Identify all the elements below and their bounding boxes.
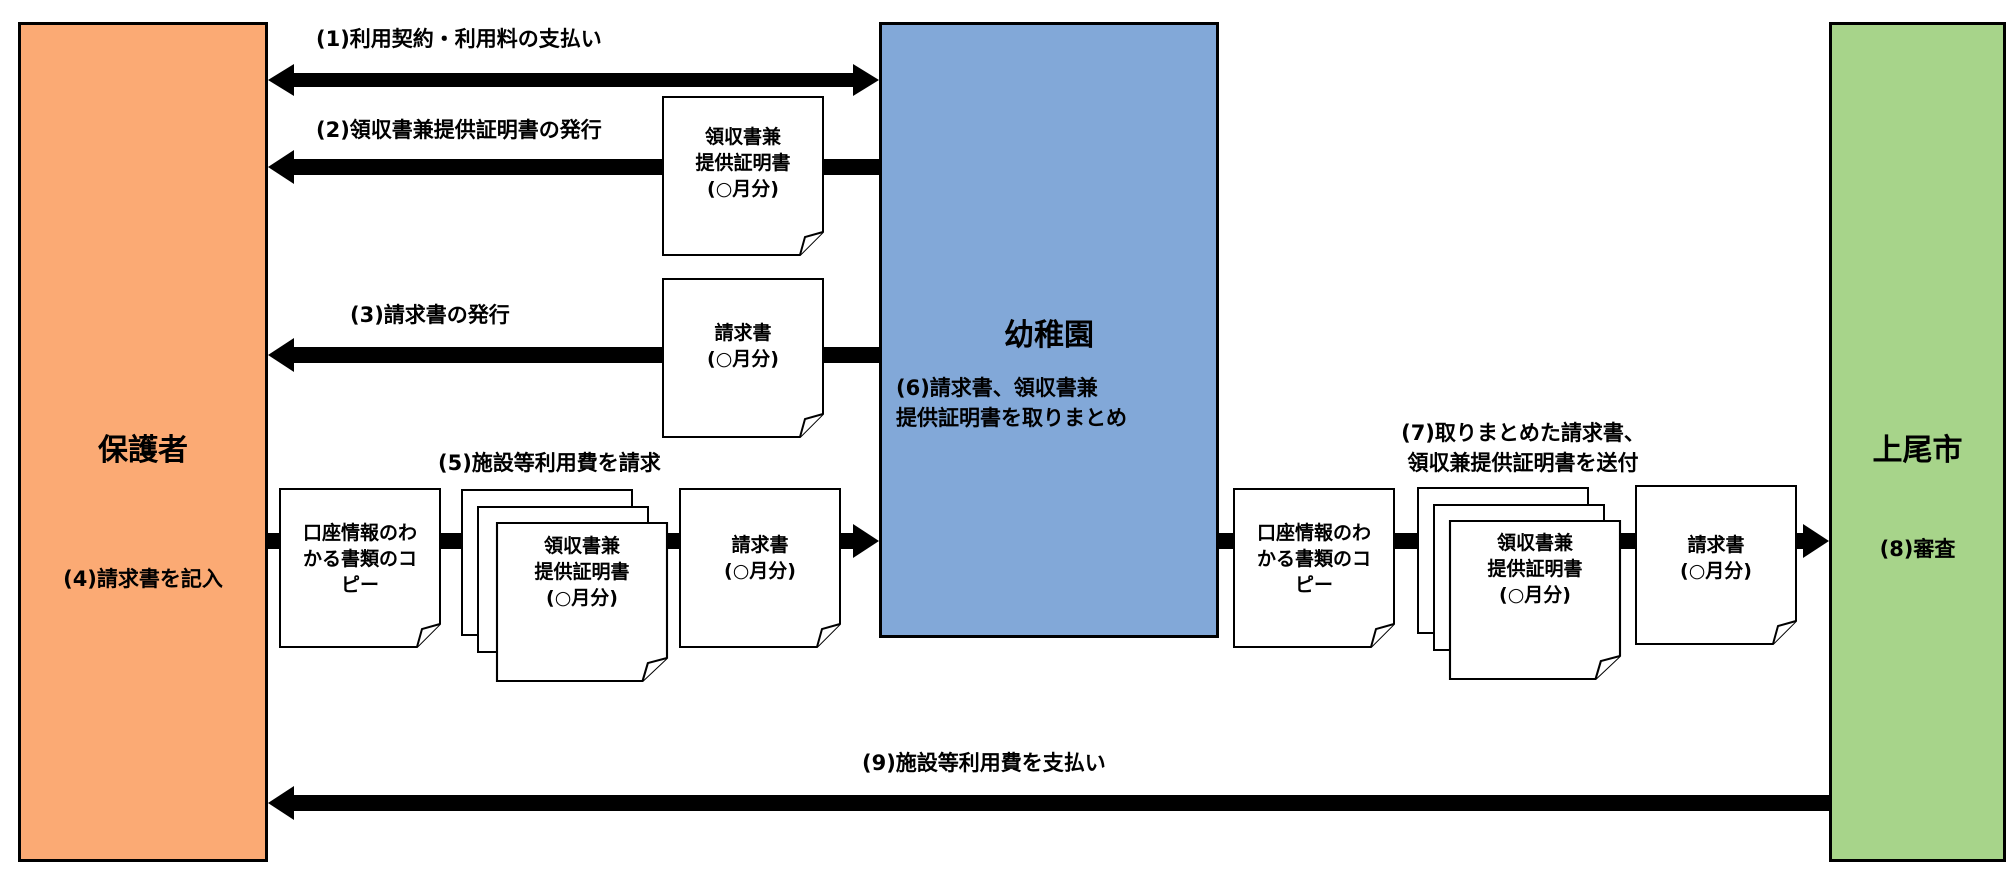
doc-line: (○月分) <box>724 560 796 582</box>
doc-line: 請求書 <box>1687 534 1745 556</box>
doc-receipt-right-text: 領収書兼 提供証明書 (○月分) <box>1450 530 1620 608</box>
kindergarten-title: 幼稚園 <box>1004 318 1094 353</box>
doc-invoice-top-text: 請求書 (○月分) <box>663 320 823 372</box>
doc-receipt-left-text: 領収書兼 提供証明書 (○月分) <box>497 533 667 611</box>
step9-label: (9)施設等利用費を支払い <box>862 751 1106 775</box>
guardian-box: 保護者 (4)請求書を記入 <box>18 22 268 862</box>
step1-label: (1)利用契約・利用料の支払い <box>316 27 602 51</box>
doc-receipt-top-text: 領収書兼 提供証明書 (○月分) <box>663 124 823 202</box>
doc-line: 領収書兼 <box>1496 532 1573 554</box>
doc-line: (○月分) <box>546 587 618 609</box>
step2-label: (2)領収書兼提供証明書の発行 <box>316 118 602 142</box>
arrow-step9 <box>268 786 1829 820</box>
kindergarten-note-line1: (6)請求書、領収書兼 <box>896 376 1098 400</box>
doc-line: 提供証明書 <box>695 152 791 174</box>
kindergarten-note-line2: 提供証明書を取りまとめ <box>896 406 1127 430</box>
doc-account-copy-right-text: 口座情報のわ かる書類のコ ピー <box>1234 520 1394 598</box>
step7-label-line1: (7)取りまとめた請求書、 <box>1401 421 1645 445</box>
city-note: (8)審査 <box>1879 537 1956 561</box>
step5-label: (5)施設等利用費を請求 <box>438 451 661 475</box>
doc-line: 請求書 <box>714 322 772 344</box>
city-box: 上尾市 (8)審査 <box>1829 22 2006 862</box>
step7-label-line2: 領収兼提供証明書を送付 <box>1407 451 1639 475</box>
doc-line: (○月分) <box>1499 584 1571 606</box>
doc-line: (○月分) <box>707 178 779 200</box>
doc-line: ピー <box>340 574 379 596</box>
doc-line: ピー <box>1294 574 1333 596</box>
doc-invoice-left-text: 請求書 (○月分) <box>680 532 840 584</box>
doc-line: 提供証明書 <box>534 561 630 583</box>
guardian-note: (4)請求書を記入 <box>63 567 223 591</box>
guardian-title: 保護者 <box>98 433 188 468</box>
doc-line: かる書類のコ <box>1256 548 1371 570</box>
doc-line: 請求書 <box>731 534 789 556</box>
doc-line: 領収書兼 <box>543 535 620 557</box>
kindergarten-box: 幼稚園 (6)請求書、領収書兼 提供証明書を取りまとめ <box>879 22 1219 638</box>
doc-line: (○月分) <box>707 348 779 370</box>
doc-account-copy-left-text: 口座情報のわ かる書類のコ ピー <box>280 520 440 598</box>
doc-invoice-right-text: 請求書 (○月分) <box>1636 532 1796 584</box>
arrow-step1 <box>268 64 879 96</box>
city-title: 上尾市 <box>1872 433 1963 468</box>
doc-line: 口座情報のわ <box>1256 522 1371 544</box>
step3-label: (3)請求書の発行 <box>350 303 510 327</box>
doc-line: 口座情報のわ <box>302 522 417 544</box>
doc-line: (○月分) <box>1680 560 1752 582</box>
doc-line: 提供証明書 <box>1487 558 1583 580</box>
doc-line: かる書類のコ <box>302 548 417 570</box>
doc-line: 領収書兼 <box>704 126 781 148</box>
